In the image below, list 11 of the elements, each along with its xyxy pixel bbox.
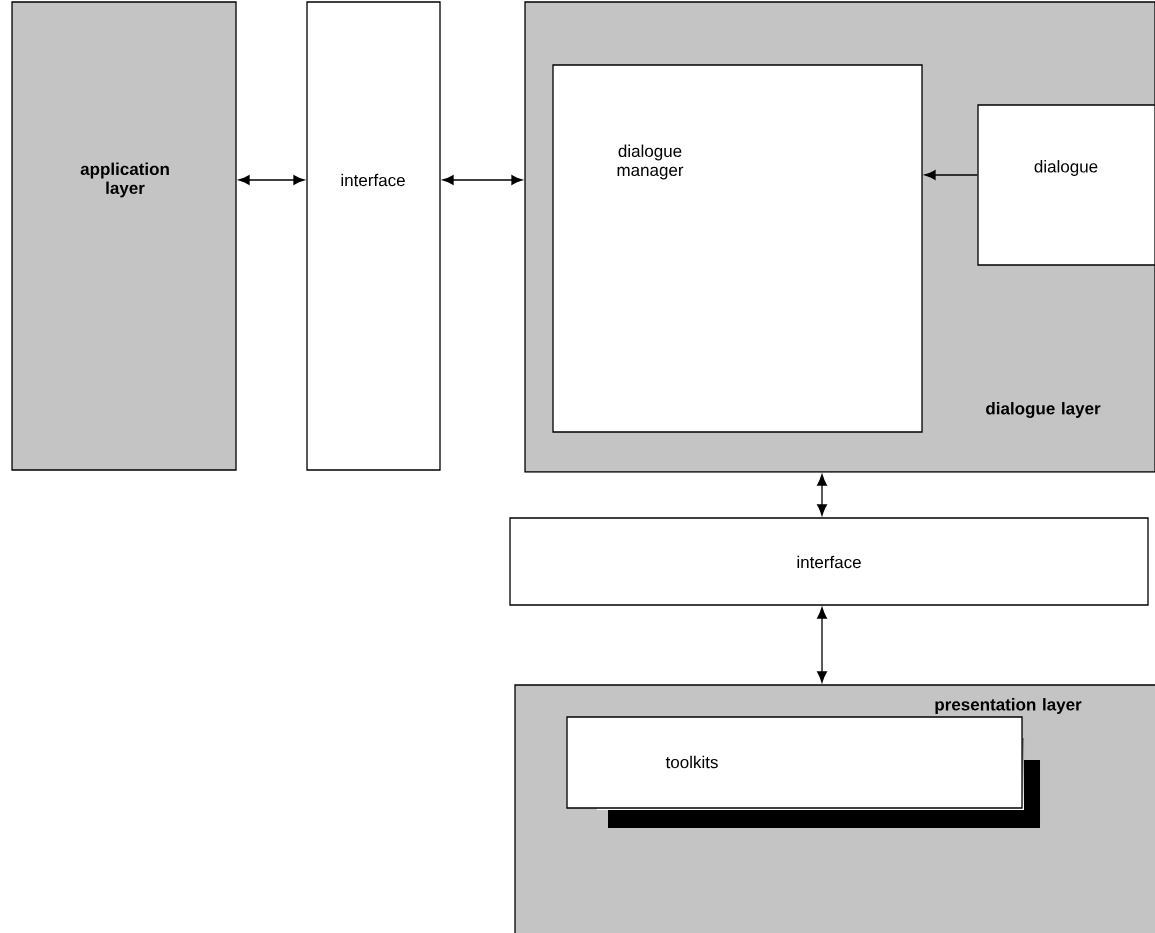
arrow [924, 170, 978, 180]
component-box: dialogue manager [552, 64, 923, 433]
layer-box: application layer [11, 1, 237, 471]
arrow [442, 175, 523, 185]
arrow [817, 607, 827, 683]
interface-box: interface [509, 517, 1149, 606]
component-box: toolkits [566, 716, 1023, 809]
component-box: dialogue [977, 104, 1155, 266]
arrow [817, 474, 827, 516]
arrow [238, 175, 305, 185]
interface-box: interface [306, 1, 441, 471]
